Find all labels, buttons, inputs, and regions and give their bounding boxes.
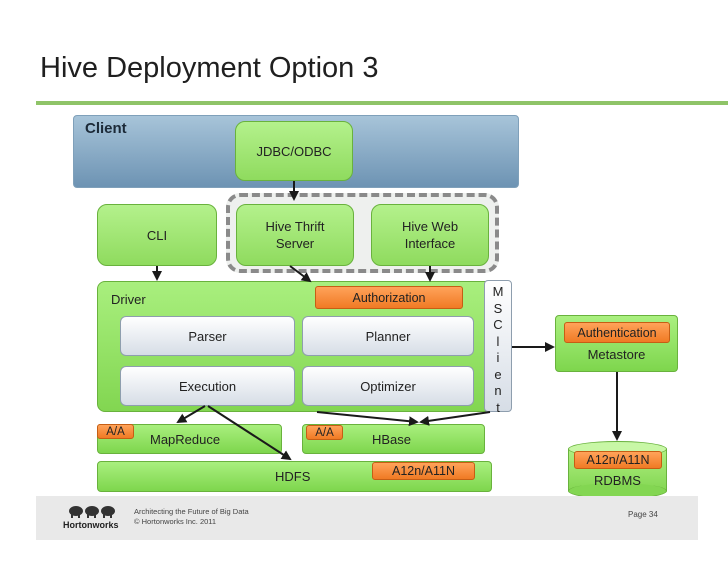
arrow-optimizer-to-hbase bbox=[316, 411, 419, 427]
arrow-execution-to-mapreduce bbox=[176, 405, 206, 424]
parser-box: Parser bbox=[120, 316, 295, 356]
hdfs-a12n-tag: A12n/A11N bbox=[372, 462, 475, 480]
authentication-box: Authentication bbox=[564, 322, 670, 343]
hbase-label: HBase bbox=[372, 432, 412, 447]
ms-client-letter: M bbox=[492, 284, 504, 299]
optimizer-box: Optimizer bbox=[302, 366, 474, 406]
planner-box: Planner bbox=[302, 316, 474, 356]
page-number: Page 34 bbox=[628, 510, 658, 519]
ms-client-letter: e bbox=[494, 366, 502, 382]
mapreduce-label: MapReduce bbox=[150, 432, 221, 447]
ms-client-letter: t bbox=[496, 399, 500, 415]
page-title: Hive Deployment Option 3 bbox=[40, 52, 379, 84]
title-underline bbox=[36, 101, 728, 105]
jdbc-odbc-box: JDBC/ODBC bbox=[235, 121, 353, 181]
ms-client-letter: l bbox=[496, 333, 500, 349]
ms-client-letter: n bbox=[494, 383, 502, 398]
footer-copyright: © Hortonworks Inc. 2011 bbox=[134, 517, 217, 526]
arrow-msclient-to-hbase bbox=[419, 411, 491, 426]
metastore-label: Metastore bbox=[587, 347, 646, 362]
rdbms-label: RDBMS bbox=[594, 473, 641, 488]
ms-client-letter: C bbox=[493, 317, 503, 332]
hdfs-label: HDFS bbox=[275, 469, 311, 484]
cli-box: CLI bbox=[97, 204, 217, 266]
execution-box: Execution bbox=[120, 366, 295, 406]
rdbms-a12n-tag: A12n/A11N bbox=[574, 451, 662, 469]
arrow-thrift-to-driver bbox=[289, 265, 312, 283]
hbase-aa-tag: A/A bbox=[306, 425, 343, 440]
mapreduce-aa-tag: A/A bbox=[97, 424, 134, 439]
hive-web-interface-box: Hive Web Interface bbox=[371, 204, 489, 266]
client-label: Client bbox=[85, 120, 127, 137]
driver-label: Driver bbox=[111, 292, 146, 307]
footer-tagline: Architecting the Future of Big Data bbox=[134, 507, 249, 516]
hortonworks-logo-text: Hortonworks bbox=[63, 520, 119, 530]
ms-client-letter: S bbox=[493, 300, 503, 316]
authorization-box: Authorization bbox=[315, 286, 463, 309]
ms-client-letter: i bbox=[496, 350, 500, 365]
hive-thrift-server-box: Hive Thrift Server bbox=[236, 204, 354, 266]
arrow-execution-to-hdfs bbox=[207, 405, 292, 461]
hortonworks-logo bbox=[66, 503, 126, 524]
ms-client-box: M S C l i e n t bbox=[484, 280, 512, 415]
footer-band bbox=[36, 496, 698, 540]
elephant-icon bbox=[69, 506, 115, 518]
